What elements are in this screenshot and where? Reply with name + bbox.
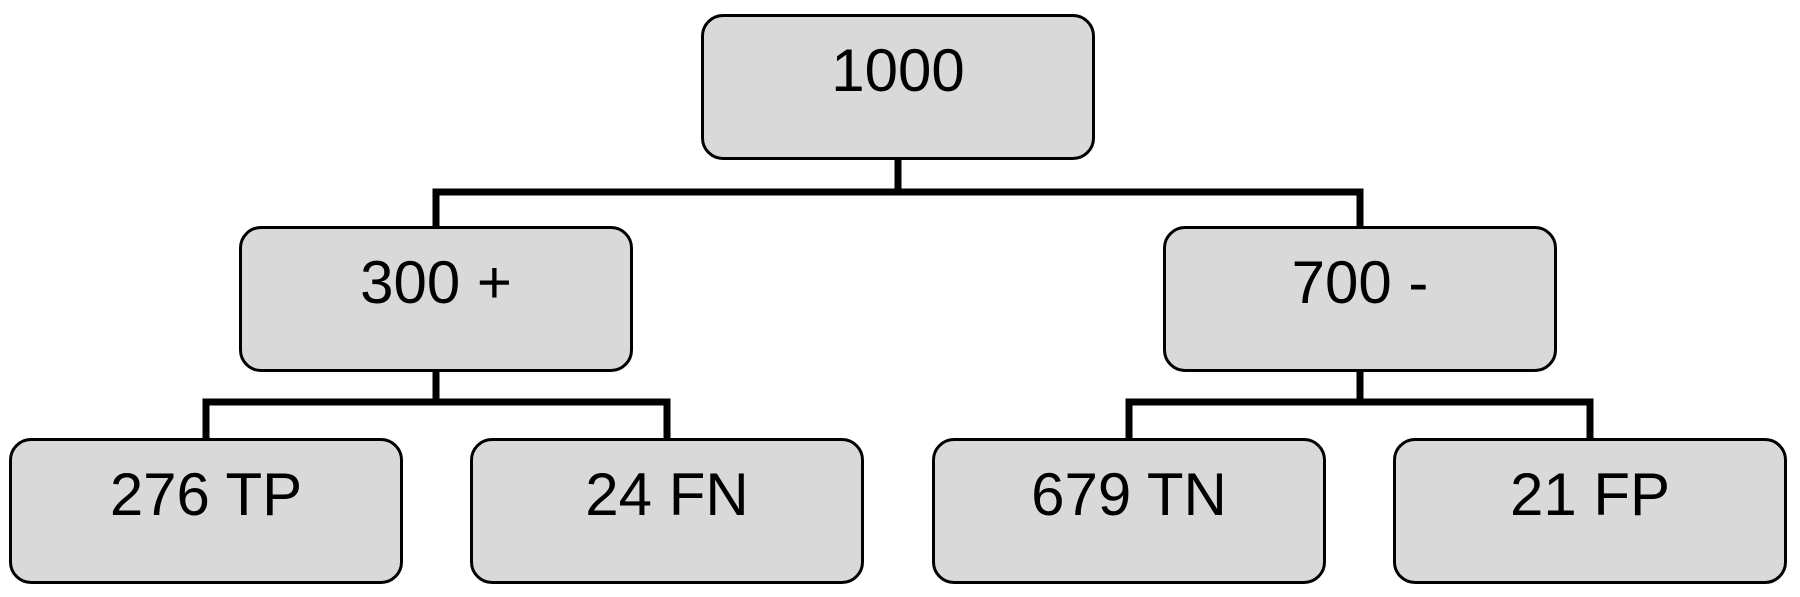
true-positive-node: 276 TP (9, 438, 403, 584)
positive-node: 300 + (239, 226, 633, 372)
false-negative-node: 24 FN (470, 438, 864, 584)
true-negative-node: 679 TN (932, 438, 1326, 584)
negative-node-label: 700 - (1291, 249, 1429, 316)
false-positive-node-label: 21 FP (1509, 461, 1671, 528)
positive-node-label: 300 + (360, 249, 512, 316)
false-negative-node-label: 24 FN (585, 461, 749, 528)
true-positive-node-label: 276 TP (109, 461, 303, 528)
connector-positive-to-leaves (202, 368, 671, 442)
root-node-label: 1000 (831, 37, 965, 104)
connector-root-to-children (432, 156, 1364, 230)
negative-node: 700 - (1163, 226, 1557, 372)
connector-negative-to-leaves (1125, 368, 1594, 442)
false-positive-node: 21 FP (1393, 438, 1787, 584)
true-negative-node-label: 679 TN (1031, 461, 1227, 528)
root-node: 1000 (701, 14, 1095, 160)
